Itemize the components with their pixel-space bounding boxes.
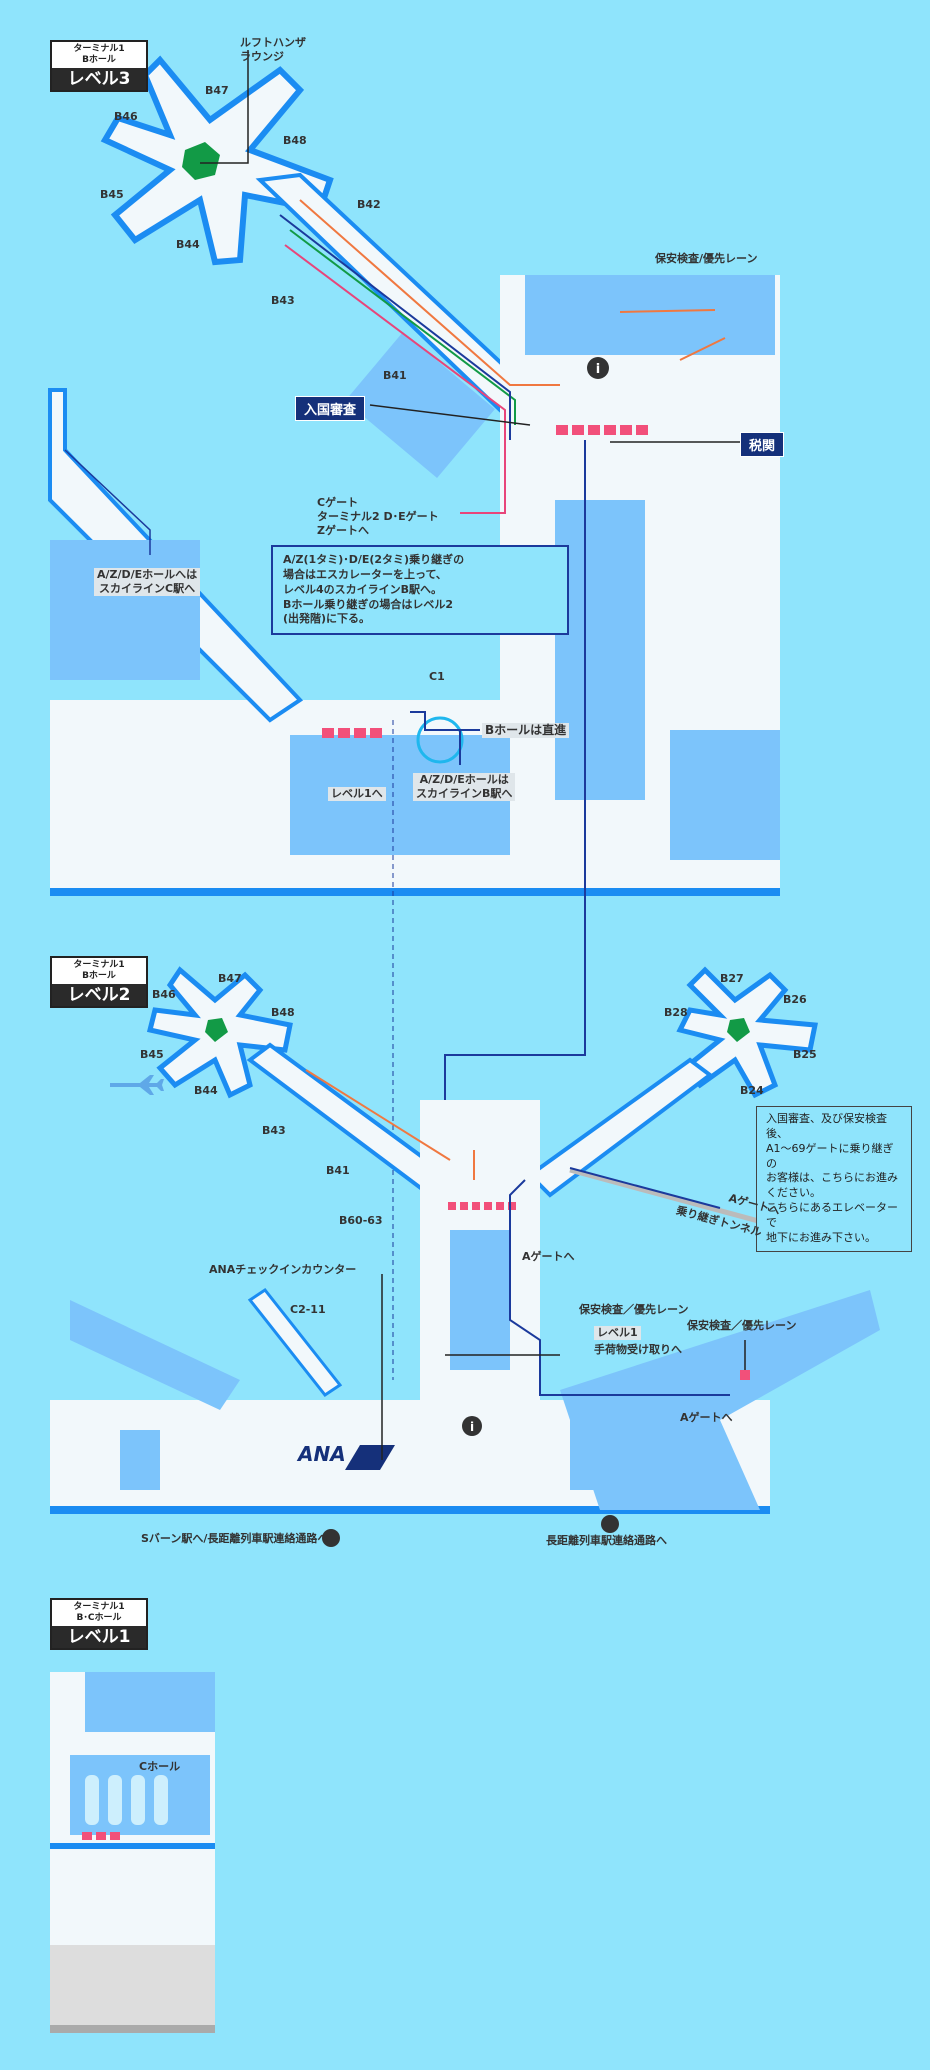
gate-label: B41 — [326, 1164, 350, 1177]
airplane-icon — [110, 1075, 164, 1095]
gate-label: B24 — [740, 1084, 764, 1097]
sbahn-direction: Sバーン駅へ/長距離列車駅連絡通路へ — [141, 1532, 329, 1545]
c-hall-label: Cホール — [139, 1760, 181, 1773]
gate-label: B44 — [176, 238, 200, 251]
a-gate-direction: Aゲートへ — [522, 1250, 575, 1263]
gate-label: B44 — [194, 1084, 218, 1097]
escalator-highlight — [416, 716, 464, 764]
green-route — [289, 229, 516, 425]
lufthansa-lounge-label: ルフトハンザ ラウンジ — [240, 36, 306, 63]
c-gate-direction: Cゲート ターミナル2 D･Eゲート Zゲートへ — [317, 496, 439, 537]
badge-level: レベル3 — [52, 68, 146, 90]
gate-label: B41 — [383, 369, 407, 382]
level2-map: i — [50, 966, 880, 1547]
level3-c-pier — [48, 388, 304, 723]
svg-text:i: i — [470, 1420, 474, 1434]
b-hall-straight-label: Bホールは直進 — [482, 723, 570, 738]
gate-label: B43 — [271, 294, 295, 307]
security-label: 保安検査／優先レーン — [687, 1319, 797, 1332]
ana-counter-label: ANAチェックインカウンター — [209, 1263, 357, 1276]
transfer-callout: A/Z(1タミ)･D/E(2タミ)乗り継ぎの 場合はエスカレーターを上って、 レ… — [271, 545, 569, 636]
gate-label: B46 — [114, 110, 138, 123]
gate-label: B26 — [783, 993, 807, 1006]
orange-route — [299, 199, 560, 386]
svg-text:i: i — [596, 362, 600, 377]
train-icon-sbahn — [322, 1529, 340, 1547]
badge-hall: Bホール — [82, 55, 116, 65]
c2-11-label: C2-11 — [290, 1303, 326, 1316]
customs-tag: 税関 — [740, 432, 785, 457]
gate-label: B45 — [140, 1048, 164, 1061]
badge-terminal: ターミナル1 — [73, 960, 125, 970]
pier-arrow — [305, 1069, 451, 1161]
badge-level: レベル1 — [52, 1626, 146, 1648]
skyline-c-direction: A/Z/D/Eホールへは スカイラインC駅へ — [94, 568, 201, 596]
transfer-info-note: 入国審査、及び保安検査後、 A1～69ゲートに乗り継ぎの お客様は、こちらにお進… — [756, 1106, 912, 1252]
ana-logo: ANA — [298, 1442, 346, 1466]
gate-label: C1 — [429, 670, 445, 683]
badge-hall: Bホール — [82, 971, 116, 981]
gate-label: B60-63 — [339, 1214, 383, 1227]
gate-label: B47 — [218, 972, 242, 985]
level2-east-pier — [526, 1057, 714, 1198]
gate-label: B45 — [100, 188, 124, 201]
badge-terminal: ターミナル1 — [73, 44, 125, 54]
security-arrow — [619, 309, 716, 313]
pink-route — [284, 244, 506, 514]
gate-label: B48 — [271, 1006, 295, 1019]
gate-label: B48 — [283, 134, 307, 147]
info-icon-level2 — [462, 1416, 482, 1436]
badge-terminal: ターミナル1 — [73, 1602, 125, 1612]
skyline-b-direction: A/Z/D/Eホールは スカイラインB駅へ — [413, 773, 516, 801]
level1-map — [50, 1672, 215, 2033]
to-level1-label: レベル1へ — [328, 787, 386, 801]
gate-label: B43 — [262, 1124, 286, 1137]
gate-label: B47 — [205, 84, 229, 97]
immigration-booths — [556, 425, 648, 435]
gate-label: B42 — [357, 198, 381, 211]
baggage-level-label: レベル1 — [594, 1326, 641, 1340]
gate-label: B28 — [664, 1006, 688, 1019]
blue-route — [279, 214, 511, 440]
level3-map: i — [48, 50, 780, 1380]
gate-label: B46 — [152, 988, 176, 1001]
lufthansa-lounge — [182, 142, 220, 180]
baggage-claim-label: 手荷物受け取りへ — [594, 1343, 682, 1356]
transfer-desks — [322, 728, 382, 738]
gate-label: B27 — [720, 972, 744, 985]
security-label: 保安検査/優先レーン — [655, 252, 758, 265]
security-label: 保安検査／優先レーン — [579, 1303, 689, 1316]
immigration-tag: 入国審査 — [295, 396, 366, 421]
info-icon — [587, 357, 609, 379]
train-icon-longdistance — [601, 1515, 619, 1533]
badge-hall: B･Cホール — [76, 1613, 122, 1623]
badge-level: レベル2 — [52, 984, 146, 1006]
gate-label: B25 — [793, 1048, 817, 1061]
long-distance-direction: 長距離列車駅連絡通路へ — [546, 1534, 667, 1547]
a-gate-direction: Aゲートへ — [680, 1411, 733, 1424]
